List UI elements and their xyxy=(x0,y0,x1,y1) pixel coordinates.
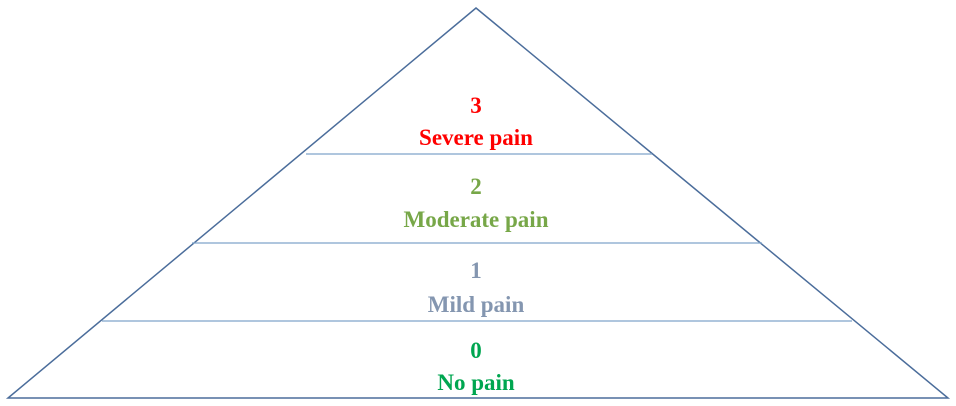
moderate-pain-label: Moderate pain xyxy=(403,207,548,232)
mild-pain-label: Mild pain xyxy=(428,292,525,317)
no-pain-score: 0 xyxy=(470,338,482,363)
severe-pain-score: 3 xyxy=(470,93,482,118)
mild-pain-score: 1 xyxy=(470,258,482,283)
severe-pain-label: Severe pain xyxy=(419,125,533,150)
moderate-pain-score: 2 xyxy=(470,174,482,199)
pyramid-outline xyxy=(5,7,951,399)
no-pain-label: No pain xyxy=(437,370,515,395)
